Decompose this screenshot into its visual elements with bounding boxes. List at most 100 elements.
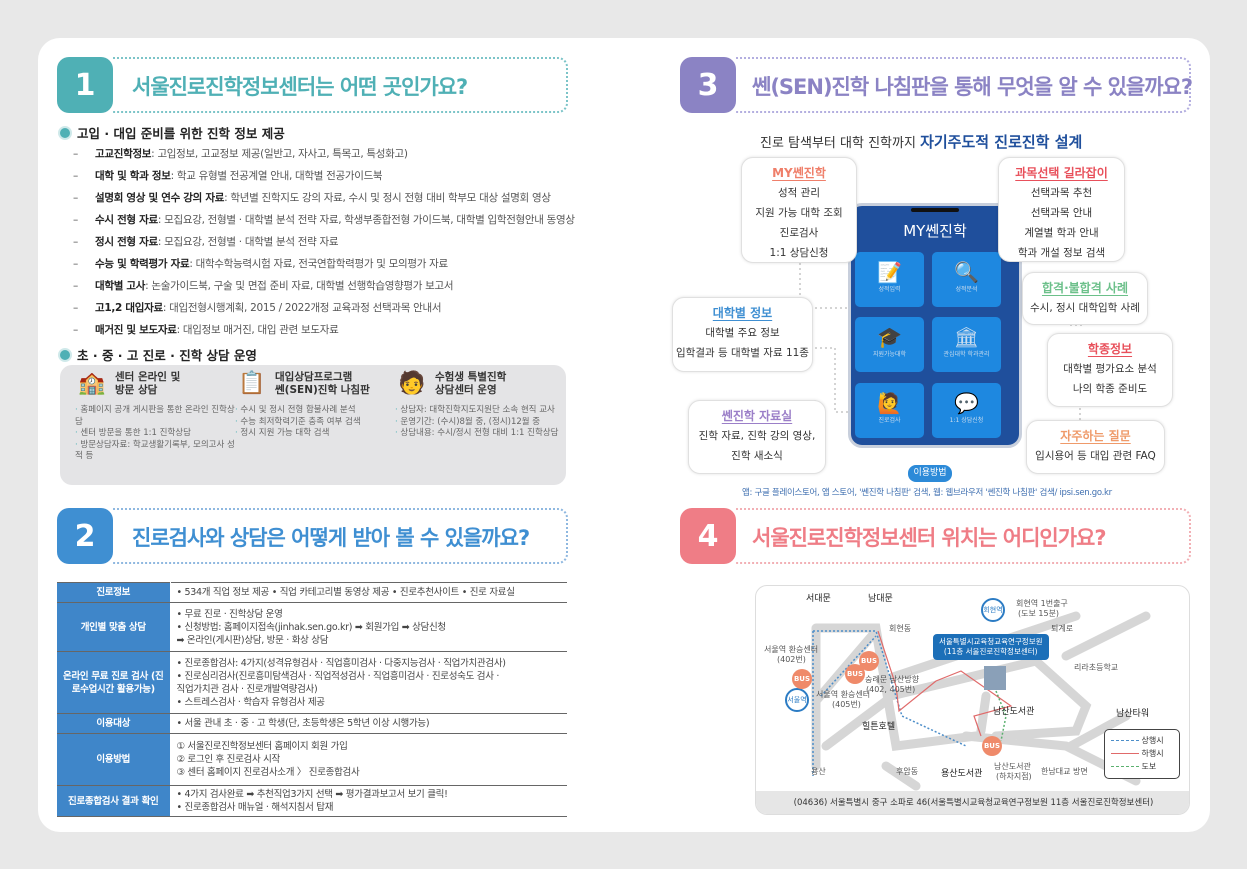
table-row: 개인별 맞춤 상담• 무료 진로 · 진학상담 운영• 신청방법: 홈페이지접속… <box>57 602 567 652</box>
map-label: 용산 <box>811 767 826 776</box>
item-key: 수시 전형 자료 <box>95 214 158 226</box>
map-label: 숭례문 남산방향 <box>865 675 920 684</box>
bullet-dot-icon <box>58 125 72 140</box>
col-title: 수험생 특별진학 <box>435 371 507 383</box>
tile-eligible-univ[interactable]: 🎓지원가능대학 <box>855 317 924 372</box>
info-list-item: –매거진 및 보도자료: 대입정보 매거진, 대입 관련 보도자료 <box>73 322 339 337</box>
row-line: ➡ 온라인(게시판)상담, 방문 · 화상 상담 <box>176 634 329 646</box>
phone-title: MY쎈진학 <box>903 222 967 240</box>
bus-stop-icon: BUS <box>792 669 812 689</box>
col-item: 상담내용: 수시/정시 전형 대비 1:1 진학상담 <box>395 428 560 440</box>
dash: – <box>73 170 78 182</box>
callout-title: 자주하는 질문 <box>1060 429 1131 443</box>
tile-interest-univ[interactable]: 🏛관심대학 학과관리 <box>932 317 1001 372</box>
col-item: 수시 및 정시 전형 합불사례 분석 <box>235 405 400 417</box>
legend-label: 상행시 <box>1141 736 1164 745</box>
map-label: 서대문 <box>806 594 831 604</box>
dash: – <box>73 192 78 204</box>
row-line: 직업가치관 검사 · 진로개발역량검사) <box>176 683 318 695</box>
row-line: • 진로종합검사: 4가지(성격유형검사 · 직업흥미검사 · 다중지능검사 ·… <box>176 657 507 669</box>
destination-sub: (11층 서울진로진학정보센터) <box>943 647 1038 656</box>
tile-career-test[interactable]: 🙋진로검사 <box>855 383 924 438</box>
callout-line: 진학 새소식 <box>731 450 783 462</box>
row-header: 온라인 무료 진로 검사 (진로수업시간 활용가능) <box>57 651 171 714</box>
row-content: • 진로종합검사: 4가지(성격유형검사 · 직업흥미검사 · 다중지능검사 ·… <box>170 651 567 714</box>
subtitle-bold: 자기주도적 진로진학 설계 <box>920 133 1083 151</box>
callout-line: 나의 학종 준비도 <box>1072 383 1148 395</box>
map-label: (도보 15분) <box>1018 609 1060 618</box>
building-icon <box>984 666 1006 690</box>
section-4-badge: 4 <box>680 508 736 564</box>
item-key: 수능 및 학력평가 자료 <box>95 258 190 270</box>
dash: – <box>73 214 78 226</box>
callout-line: 학과 개설 정보 검색 <box>1017 247 1106 259</box>
magnifier-doc-icon: 🔍 <box>954 260 979 284</box>
col-item: 수능 최저학력기준 충족 여부 검색 <box>235 417 400 429</box>
info-list-item: –수시 전형 자료: 모집요강, 전형별 · 대학별 분석 전략 자료, 학생부… <box>73 212 575 227</box>
map-label: 남산도서관 <box>993 707 1035 717</box>
row-line: • 4가지 검사완료 ➡ 추천직업3가지 선택 ➡ 평가결과보고서 보기 클릭! <box>176 789 448 800</box>
map-label: 힐튼호텔 <box>862 722 896 732</box>
item-value: : 대학수학능력시험 자료, 전국연합학력평가 및 모의평가 자료 <box>189 258 448 270</box>
row-header: 이용대상 <box>57 713 171 734</box>
section-2-frame <box>113 508 568 564</box>
legend-down: 하행시 <box>1111 747 1173 760</box>
map-label: 남대문 <box>868 594 893 604</box>
callout-line: 지원 가능 대학 조회 <box>755 207 843 219</box>
bus-stop-icon: BUS <box>845 664 865 684</box>
chat-bubble-icon: 💬 <box>954 391 979 415</box>
col-item: 센터 방문을 통한 1:1 진학상담 <box>75 428 240 440</box>
seoul-station-icon: 서울역 <box>785 688 809 712</box>
dash: – <box>73 302 78 314</box>
tile-consult[interactable]: 💬1:1 상담신청 <box>932 383 1001 438</box>
student-reading-icon: 🧑 <box>398 371 426 396</box>
pencil-note-icon: 📝 <box>877 260 902 284</box>
item-value: : 대입정보 매거진, 대입 관련 보도자료 <box>176 324 339 336</box>
item-key: 매거진 및 보도자료 <box>95 324 177 336</box>
tile-grade-input[interactable]: 📝성적입력 <box>855 252 924 307</box>
callout-line: 입학결과 등 대학별 자료 11종 <box>676 347 809 359</box>
callout-line: 진학 자료, 진학 강의 영상, <box>698 430 816 442</box>
callout-line: 수시, 정시 대학입학 사례 <box>1030 302 1140 314</box>
map-label: (하차지점) <box>996 772 1032 781</box>
col-title: 쎈(SEN)진학 나침판 <box>275 384 370 396</box>
map-label: (402, 405번) <box>866 685 916 694</box>
table-row: 진로정보• 534개 직업 정보 제공 • 직업 카테고리별 동영상 제공 • … <box>57 582 567 603</box>
callout-line: 대학별 평가요소 분석 <box>1063 363 1157 375</box>
tile-label: 성적분석 <box>955 286 978 293</box>
map-label: 남산도서관 <box>994 762 1031 771</box>
map-label: 리라초등학교 <box>1074 663 1119 672</box>
graduation-cap-icon: 🎓 <box>877 325 902 349</box>
callout-line: 계열별 학과 안내 <box>1024 227 1099 239</box>
tile-grade-analysis[interactable]: 🔍 성적분석 <box>932 252 1001 307</box>
item-value: : 고입정보, 고교정보 제공(일반고, 자사고, 특목고, 특성화고) <box>151 148 408 160</box>
section-1-frame <box>113 57 568 113</box>
row-line: ③ 센터 홈페이지 진로검사소개 〉 진로종합검사 <box>176 767 360 778</box>
col-item: 방문상담자료: 학교생활기록부, 모의고사 성적 등 <box>75 440 240 463</box>
item-key: 정시 전형 자료 <box>95 236 158 248</box>
destination-name: 서울특별시교육청교육연구정보원 <box>939 637 1043 646</box>
item-key: 대학별 고사 <box>95 280 146 292</box>
item-key: 대학 및 학과 정보 <box>95 170 171 182</box>
phone-mockup: MY쎈진학 📝성적입력 🔍 성적분석 🎓지원가능대학 🏛관심대학 학과관리 🙋진로… <box>848 203 1022 448</box>
section-4-title: 서울진로진학정보센터 위치는 어디인가요? <box>752 526 1107 550</box>
usage-pill: 이용방법 <box>908 465 952 482</box>
row-header: 진로정보 <box>57 582 171 603</box>
callout-line: 대학별 주요 정보 <box>705 327 780 339</box>
info-list-item: –대학별 고사: 논술가이드북, 구술 및 면접 준비 자료, 대학별 선행학습… <box>73 278 454 293</box>
row-content: • 서울 관내 초 · 중 · 고 학생(단, 초등학생은 5학년 이상 시행가… <box>170 713 567 734</box>
counsel-col-1: 🏫 센터 온라인 및 방문 상담 홈페이지 공개 게시판을 통한 온라인 진학상… <box>75 371 240 463</box>
map-label: 서울역 환승센터 <box>764 645 819 654</box>
hoehyeon-station-icon: 회현역 <box>981 598 1005 622</box>
col-title: 대입상담프로그램 <box>275 371 353 383</box>
row-line: • 스트레스검사 · 학습자 유형검사 제공 <box>176 696 326 708</box>
bus-stop-icon: BUS <box>982 736 1002 756</box>
col-item: 운영기간: (수시)8월 중, (정시)12월 중 <box>395 417 560 429</box>
item-key: 고교진학정보 <box>95 148 152 160</box>
callout-title: MY쎈진학 <box>772 166 826 180</box>
callout-line: 진로검사 <box>779 227 819 239</box>
